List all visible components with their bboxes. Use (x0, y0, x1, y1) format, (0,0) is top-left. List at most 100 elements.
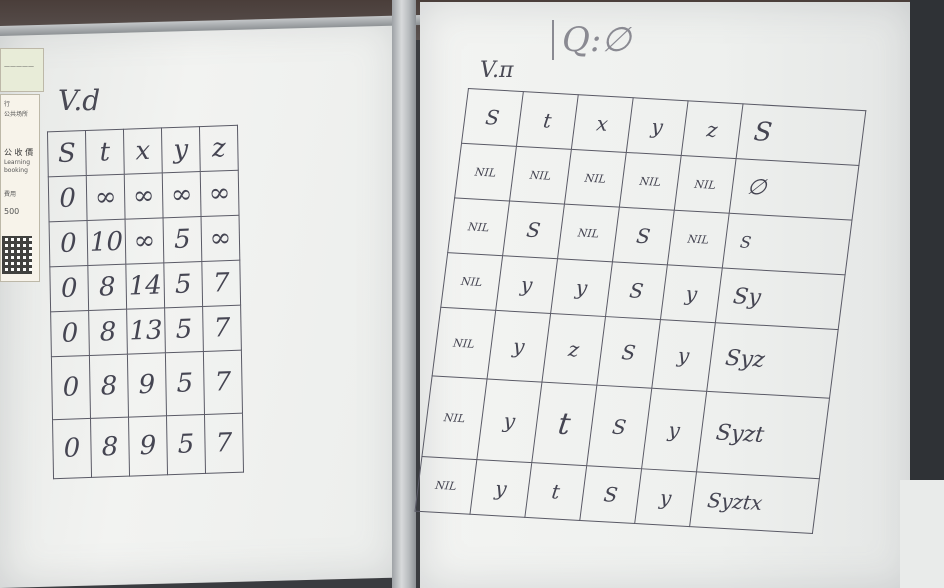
table-cell: 7 (201, 260, 241, 307)
table-cell: NIL (564, 149, 627, 208)
board-divider-rail (392, 0, 416, 588)
table-row: 0 8 13 5 7 (50, 305, 242, 357)
posted-notice-small: ————— (0, 48, 44, 92)
predecessor-table: S t x y z S NIL NIL NIL NIL NIL ∅ NIL S … (414, 88, 866, 534)
header-cell: z (681, 100, 744, 159)
notice-line: 公 收 價 (4, 148, 34, 157)
table-cell: y (476, 379, 542, 463)
table-cell: NIL (509, 146, 572, 205)
table-cell: ∅ (729, 158, 859, 221)
table-cell: S (596, 316, 661, 389)
table-cell: 7 (203, 350, 243, 415)
table-cell: y (550, 258, 613, 317)
table-cell: S (586, 385, 652, 469)
wall-edge (910, 0, 944, 490)
table-cell: 9 (127, 352, 167, 418)
table-cell: 8 (87, 264, 127, 311)
table-cell: S (502, 200, 565, 259)
table-cell: ∞ (200, 170, 240, 217)
table-cell: Sy (715, 267, 846, 330)
table-cell: 5 (163, 261, 203, 308)
table-cell: y (660, 264, 723, 323)
header-cell: y (161, 126, 201, 173)
table-cell: 7 (202, 305, 242, 352)
header-cell: t (85, 129, 125, 176)
table-cell: y (495, 255, 558, 314)
table-cell: S (579, 465, 642, 524)
table-cell: 13 (126, 307, 166, 355)
right-table-title: V.π (480, 58, 514, 83)
table-cell: 5 (166, 414, 206, 475)
table-cell: 10 (87, 219, 126, 266)
header-cell: x (571, 94, 634, 153)
table-cell: ∞ (124, 172, 164, 220)
table-cell: 0 (48, 175, 88, 222)
table-cell: 0 (51, 355, 91, 420)
table-cell: t (531, 382, 597, 466)
table-cell: 5 (163, 216, 202, 263)
table-cell: NIL (421, 375, 488, 460)
qr-code (2, 236, 32, 274)
whiteboard-right (420, 2, 914, 588)
table-row: 0 10 ∞ 5 ∞ (49, 215, 240, 267)
queue-label: Q:∅ (552, 20, 631, 60)
table-cell: y (634, 468, 697, 527)
table-cell: z (541, 313, 606, 386)
table-cell: S (722, 213, 852, 275)
table-row: 0 8 14 5 7 (49, 260, 241, 312)
notice-line: 費用 (4, 191, 17, 198)
table-cell: ∞ (201, 215, 240, 262)
table-cell: y (469, 459, 532, 518)
notice-line: 行 (4, 101, 11, 108)
table-cell: NIL (619, 152, 682, 211)
header-cell: t (516, 91, 579, 150)
notice-line: 500 (4, 207, 20, 216)
table-cell: S (605, 261, 668, 320)
table-cell: ∞ (86, 174, 126, 221)
header-cell: S (47, 130, 87, 177)
notice-small-text: ————— (4, 63, 34, 70)
wall-lower-right (900, 480, 944, 588)
table-header-row: S t x y z (47, 125, 239, 177)
header-cell: y (626, 97, 689, 156)
table-cell: Syzt (696, 391, 830, 479)
table-cell: NIL (667, 210, 730, 268)
table-cell: 9 (128, 415, 168, 477)
header-cell: x (123, 127, 163, 175)
table-cell: 8 (90, 417, 130, 478)
left-table-title: V.d (58, 84, 101, 117)
table-row: 0 8 9 5 7 (52, 413, 244, 479)
table-row: 0 ∞ ∞ ∞ ∞ (48, 170, 240, 222)
table-row: 0 8 9 5 7 (51, 350, 243, 420)
header-cell: S (736, 103, 866, 166)
table-cell: t (524, 462, 587, 521)
table-cell: NIL (447, 197, 510, 256)
table-cell: 0 (49, 265, 89, 312)
table-cell: y (641, 388, 707, 472)
table-cell: Syztx (689, 471, 820, 534)
table-cell: NIL (557, 204, 620, 262)
notice-line: 公共场所 (4, 111, 29, 118)
table-cell: NIL (674, 155, 737, 214)
table-cell: y (487, 310, 551, 383)
table-cell: 5 (165, 351, 205, 416)
table-cell: 8 (88, 309, 128, 356)
table-cell: y (651, 319, 716, 392)
table-cell: ∞ (125, 217, 164, 265)
table-cell: 5 (164, 306, 204, 353)
header-cell: S (461, 88, 524, 147)
table-cell: ∞ (162, 171, 202, 218)
table-cell: 7 (204, 413, 244, 474)
notice-line: Learning (4, 159, 31, 166)
table-cell: Syz (706, 322, 839, 399)
table-cell: NIL (415, 456, 477, 515)
table-cell: NIL (440, 252, 503, 311)
table-cell: 14 (125, 262, 165, 310)
table-cell: 8 (89, 354, 129, 419)
table-cell: 0 (49, 220, 88, 267)
header-cell: z (199, 125, 239, 172)
table-cell: NIL (432, 307, 496, 380)
notice-line: booking (4, 167, 28, 174)
table-cell: S (612, 207, 675, 265)
table-cell: 0 (52, 418, 92, 479)
